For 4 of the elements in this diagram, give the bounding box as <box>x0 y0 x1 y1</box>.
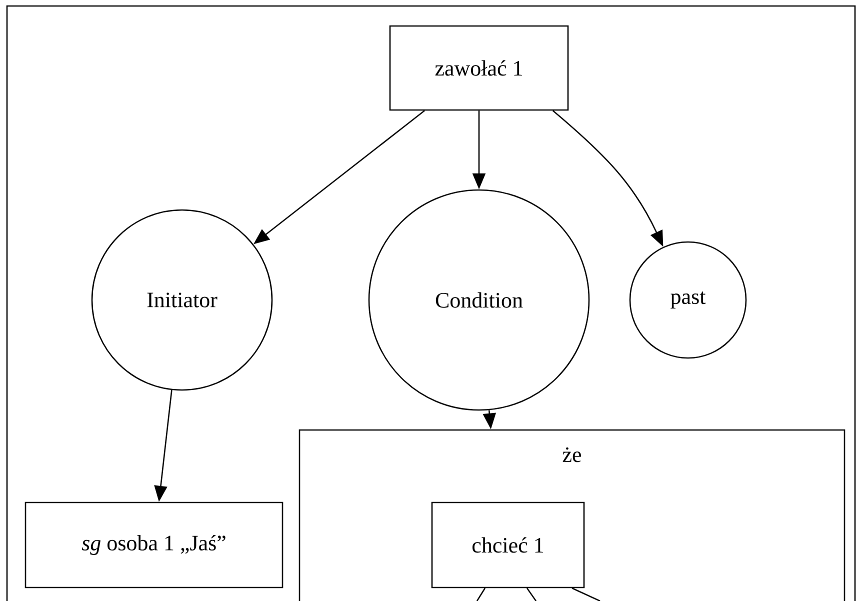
diagram-frame <box>6 5 856 601</box>
process-box: sg osoba 1 „Jaś” <box>24 502 284 588</box>
process-box: chcieć 1 <box>431 502 585 588</box>
process-box: zawołać 1 <box>389 25 569 111</box>
